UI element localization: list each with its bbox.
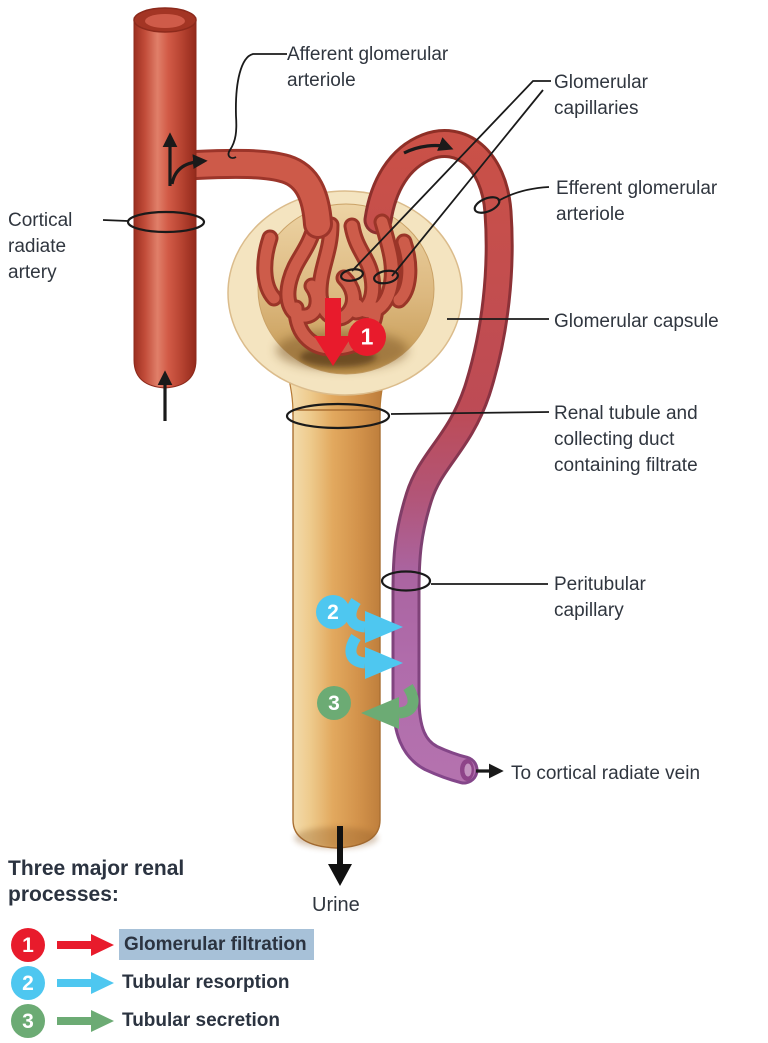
filtration-arrow xyxy=(314,298,352,366)
flow-arrows xyxy=(157,132,504,779)
label-urine: Urine xyxy=(312,894,360,916)
legend-badge-2: 2 xyxy=(11,966,45,1005)
legend-arrow-resorption xyxy=(57,969,115,1002)
step-badge-resorption: 2 xyxy=(316,595,350,634)
legend-item-tubular-resorption: Tubular resorption xyxy=(122,972,290,993)
annotation-rings xyxy=(126,196,501,592)
tubular-secretion-arrow xyxy=(361,684,419,729)
svg-text:2: 2 xyxy=(22,972,34,995)
legend-heading: Three major renal processes: xyxy=(8,857,185,906)
leader-lines xyxy=(102,53,551,585)
legend-arrow-secretion xyxy=(57,1007,115,1040)
step-badge-filtration: 1 xyxy=(348,318,386,361)
label-peritubular-capillary: Peritubular capillary xyxy=(554,574,646,621)
label-afferent-arteriole: Afferent glomerular arteriole xyxy=(287,44,449,91)
label-renal-tubule: Renal tubule and collecting duct contain… xyxy=(554,403,698,476)
svg-text:3: 3 xyxy=(328,692,340,715)
svg-text:1: 1 xyxy=(361,324,374,350)
svg-text:2: 2 xyxy=(327,601,339,624)
legend-item-tubular-secretion: Tubular secretion xyxy=(122,1010,281,1031)
legend-badge-1: 1 xyxy=(11,928,45,967)
svg-text:1: 1 xyxy=(22,934,34,957)
label-cortical-radiate-artery: Cortical radiate artery xyxy=(8,210,73,283)
afferent-arteriole xyxy=(181,148,333,239)
label-glomerular-capsule: Glomerular capsule xyxy=(554,311,719,332)
tubular-resorption-arrows xyxy=(345,598,403,679)
legend-arrow-filtration xyxy=(57,931,115,964)
label-to-cortical-radiate-vein: To cortical radiate vein xyxy=(511,763,701,784)
urine-arrow xyxy=(328,826,352,886)
legend-badge-3: 3 xyxy=(11,1004,45,1043)
step-badge-secretion: 3 xyxy=(317,686,351,725)
label-efferent-arteriole: Efferent glomerular arteriole xyxy=(556,178,718,225)
svg-text:3: 3 xyxy=(22,1010,34,1033)
cortical-radiate-artery xyxy=(133,7,197,389)
legend-item-glomerular-filtration: Glomerular filtration xyxy=(119,929,314,960)
label-glomerular-capillaries: Glomerular capillaries xyxy=(554,72,648,119)
